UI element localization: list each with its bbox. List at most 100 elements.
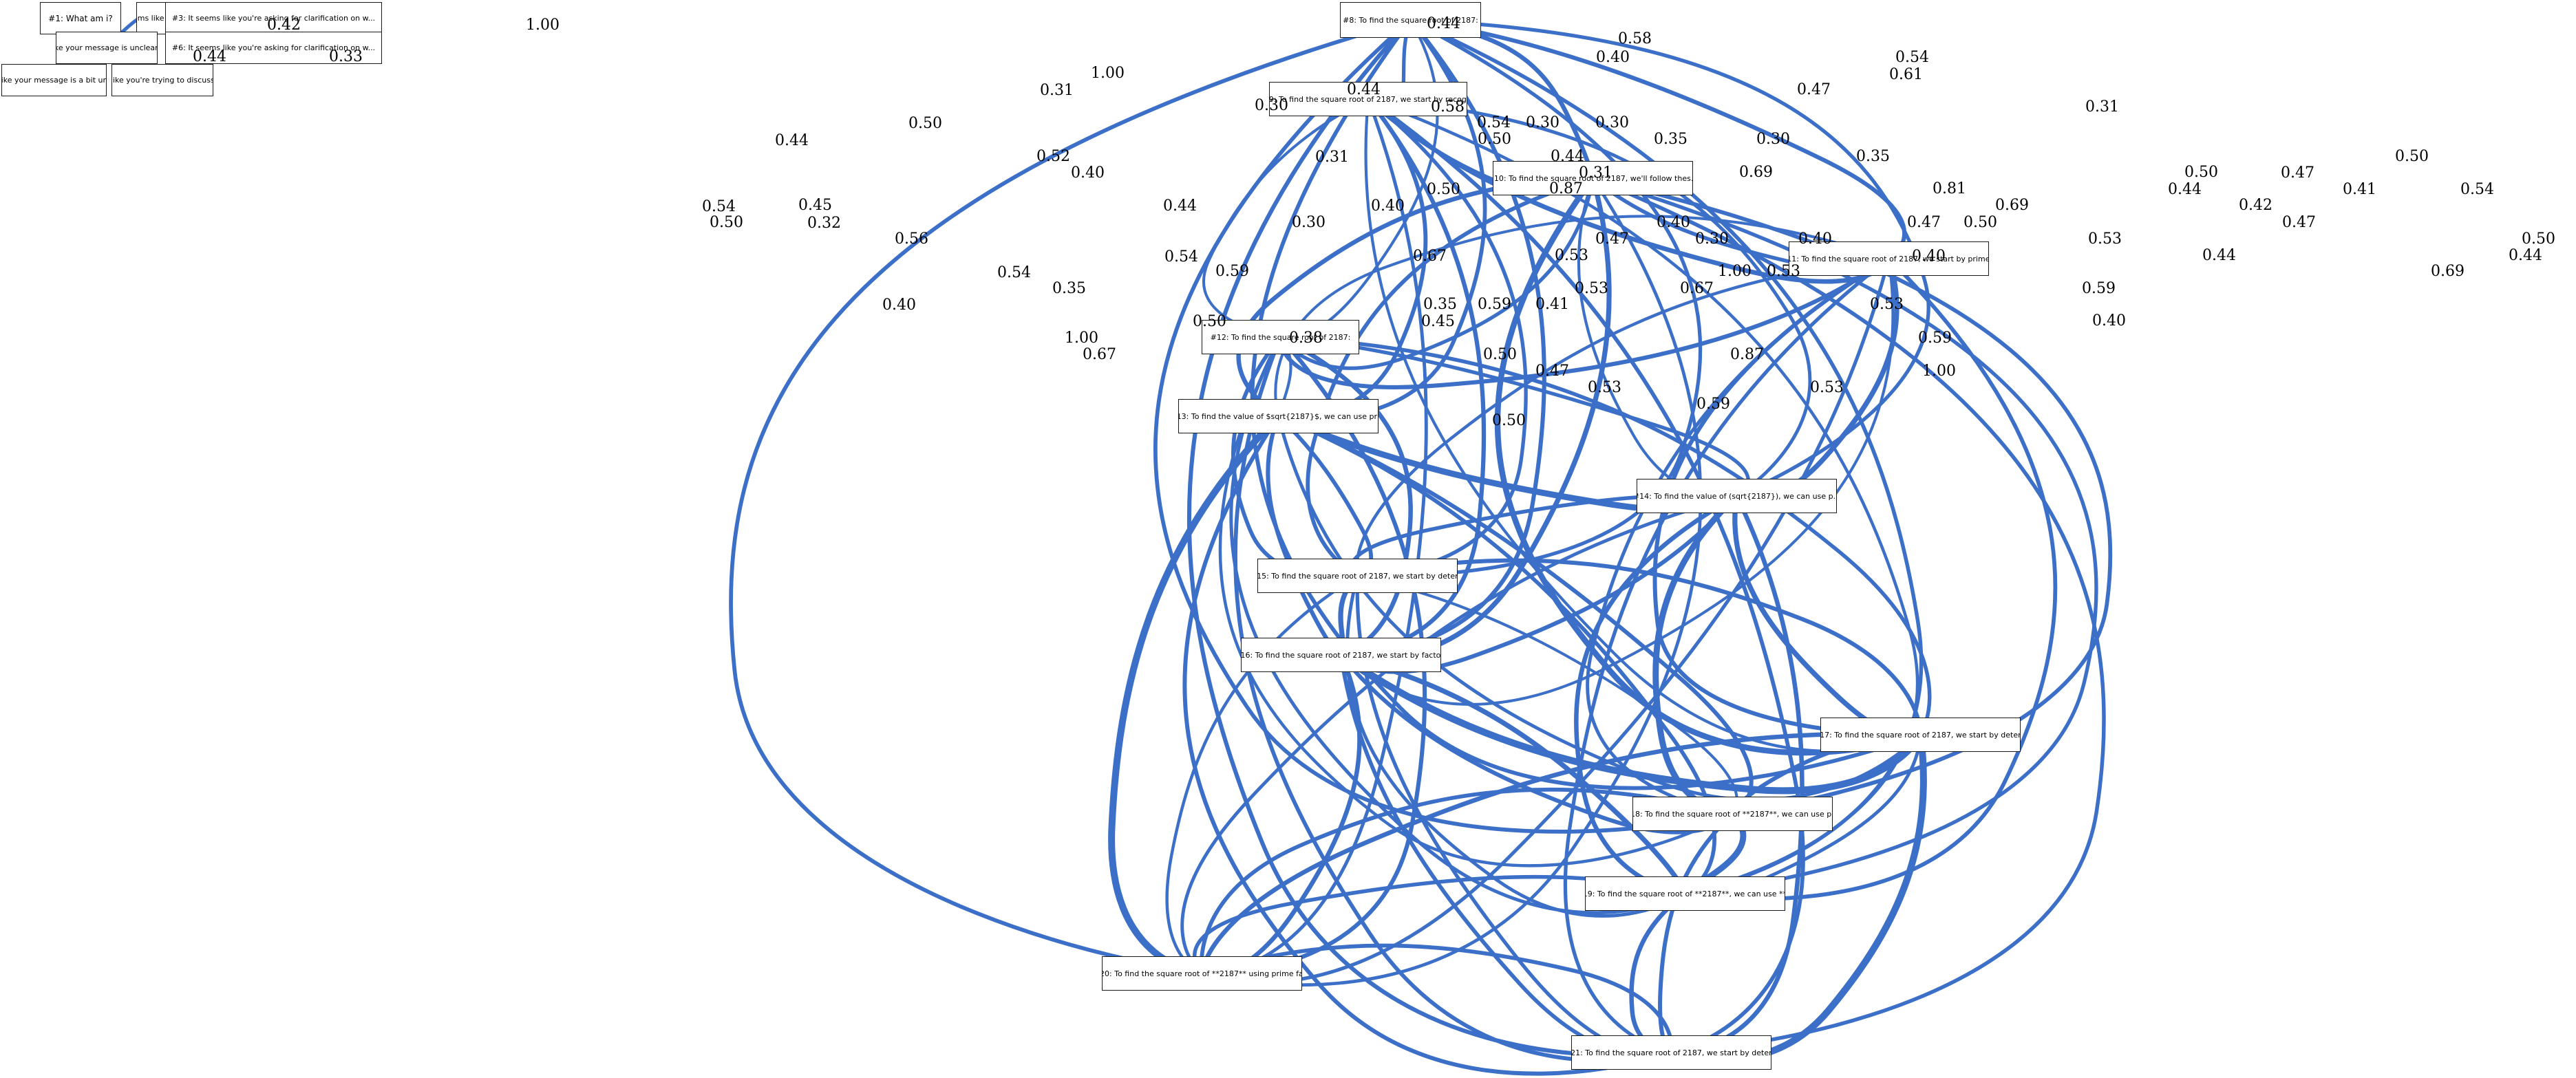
graph-node-label: #5: It seems like your message is a bit … bbox=[2, 76, 106, 85]
graph-node-label: #1: What am i? bbox=[48, 13, 113, 23]
graph-edge bbox=[1366, 97, 1805, 1055]
edge-weight-label: 0.31 bbox=[1579, 164, 1612, 182]
graph-node-label: #19: To find the square root of **2187**… bbox=[1585, 889, 1785, 898]
graph-node-label: #8: To find the square root of 2187: bbox=[1343, 15, 1478, 25]
edge-weight-label: 0.35 bbox=[1423, 296, 1457, 313]
graph-edge bbox=[1199, 787, 1735, 975]
edge-weight-label: 0.41 bbox=[1535, 296, 1569, 313]
graph-edge bbox=[1355, 257, 1891, 578]
edge-weight-label: 0.81 bbox=[1933, 180, 1966, 197]
edge-weight-label: 0.35 bbox=[1052, 280, 1086, 297]
edge-weight-label: 0.53 bbox=[1555, 247, 1588, 264]
graph-edge bbox=[1732, 493, 1924, 740]
graph-node-3[interactable]: #3: It seems like you're asking for clar… bbox=[165, 2, 382, 34]
graph-edge bbox=[1590, 176, 2098, 896]
edge-weight-label: 0.58 bbox=[1618, 30, 1652, 47]
edge-weight-label: 0.35 bbox=[1654, 131, 1688, 148]
graph-node-label: #6: It seems like you're asking for clar… bbox=[171, 43, 376, 52]
graph-node-label: #9: To find the square root of 2187, we … bbox=[1269, 94, 1467, 104]
graph-node-1[interactable]: #1: What am i? bbox=[40, 2, 121, 34]
edge-weight-label: 1.00 bbox=[1922, 363, 1956, 380]
graph-node-12[interactable]: #12: To find the square root of 2187: bbox=[1202, 320, 1359, 354]
graph-node-16[interactable]: #16: To find the square root of 2187, we… bbox=[1241, 638, 1441, 672]
edge-weight-label: 0.69 bbox=[1995, 197, 2029, 214]
edge-weight-label: 0.54 bbox=[2460, 181, 2494, 198]
graph-node-20[interactable]: #20: To find the square root of **2187**… bbox=[1102, 956, 1302, 991]
edge-weight-label: 0.50 bbox=[1193, 313, 1226, 330]
graph-node-label: #15: To find the square root of 2187, we… bbox=[1257, 571, 1458, 581]
edge-weight-label: 0.67 bbox=[1413, 248, 1447, 265]
edge-weight-label: 0.53 bbox=[1870, 296, 1904, 313]
graph-node-5[interactable]: #5: It seems like your message is a bit … bbox=[1, 64, 107, 96]
edge-weight-label: 0.45 bbox=[1421, 313, 1455, 330]
edge-weight-label: 0.87 bbox=[1549, 180, 1583, 197]
graph-node-15[interactable]: #15: To find the square root of 2187, we… bbox=[1257, 559, 1458, 593]
edge-weight-label: 0.44 bbox=[1427, 15, 1460, 32]
edge-weight-label: 0.87 bbox=[1730, 346, 1764, 363]
graph-node-9[interactable]: #9: To find the square root of 2187, we … bbox=[1269, 82, 1467, 116]
edge-weight-label: 0.44 bbox=[193, 48, 226, 65]
graph-node-14[interactable]: #14: To find the value of (sqrt{2187}), … bbox=[1637, 479, 1837, 513]
edge-weight-label: 0.47 bbox=[1535, 363, 1569, 380]
graph-edge bbox=[729, 18, 1413, 975]
edge-weight-label: 0.59 bbox=[1478, 296, 1511, 313]
edge-weight-label: 0.69 bbox=[2431, 263, 2465, 280]
edge-weight-label: 0.50 bbox=[1483, 346, 1517, 363]
graph-node-4[interactable]: #4: It seems like your message is unclea… bbox=[56, 32, 158, 64]
graph-node-6[interactable]: #6: It seems like you're asking for clar… bbox=[165, 32, 382, 64]
graph-edge bbox=[1200, 943, 1674, 1055]
edge-weight-label: 0.40 bbox=[1798, 230, 1832, 248]
edge-weight-label: 0.30 bbox=[1756, 131, 1790, 148]
graph-edge bbox=[1355, 558, 1923, 737]
edge-weight-label: 0.35 bbox=[1856, 148, 1890, 165]
graph-node-19[interactable]: #19: To find the square root of **2187**… bbox=[1585, 876, 1785, 911]
graph-node-18[interactable]: #18: To find the square root of **2187**… bbox=[1632, 797, 1833, 831]
edge-weight-label: 0.40 bbox=[882, 297, 916, 314]
edge-weight-label: 0.54 bbox=[1477, 114, 1511, 131]
edge-weight-label: 0.47 bbox=[1797, 81, 1831, 98]
graph-node-label: #12: To find the square root of 2187: bbox=[1210, 332, 1351, 342]
edge-weight-label: 0.44 bbox=[2202, 247, 2236, 264]
graph-edge bbox=[1180, 494, 1738, 975]
edge-weight-label: 0.54 bbox=[702, 198, 736, 215]
graph-edge bbox=[1366, 97, 1812, 498]
graph-node-label: #11: To find the square root of 2187, we… bbox=[1789, 254, 1989, 263]
graph-node-17[interactable]: #17: To find the square root of 2187, we… bbox=[1820, 718, 2021, 752]
edge-weight-label: 0.69 bbox=[1739, 164, 1773, 181]
edge-weight-label: 0.30 bbox=[1255, 97, 1288, 114]
graph-node-label: #13: To find the value of $sqrt{2187}$, … bbox=[1178, 411, 1379, 421]
edge-weight-label: 1.00 bbox=[1718, 263, 1752, 280]
edge-weight-label: 0.50 bbox=[2184, 164, 2218, 181]
graph-node-label: #21: To find the square root of 2187, we… bbox=[1571, 1048, 1771, 1057]
graph-node-8[interactable]: #8: To find the square root of 2187: bbox=[1340, 2, 1481, 38]
edge-weight-label: 0.53 bbox=[1810, 379, 1844, 396]
graph-node-label: #20: To find the square root of **2187**… bbox=[1102, 969, 1302, 978]
edge-weight-label: 0.40 bbox=[1912, 248, 1946, 265]
edge-weight-label: 0.59 bbox=[1918, 330, 1952, 347]
edge-weight-label: 0.44 bbox=[2168, 181, 2202, 198]
graph-node-21[interactable]: #21: To find the square root of 2187, we… bbox=[1571, 1035, 1771, 1070]
graph-edge bbox=[1276, 414, 1716, 896]
edge-weight-label: 1.00 bbox=[1091, 65, 1125, 82]
graph-node-13[interactable]: #13: To find the value of $sqrt{2187}$, … bbox=[1178, 399, 1379, 433]
edge-weight-label: 0.44 bbox=[1163, 197, 1197, 215]
edge-weight-label: 0.33 bbox=[329, 48, 363, 65]
edge-weight-label: 1.00 bbox=[526, 17, 560, 34]
graph-node-10[interactable]: #10: To find the square root of 2187, we… bbox=[1493, 161, 1693, 195]
edge-weight-label: 0.47 bbox=[2282, 214, 2316, 231]
edge-weight-label: 0.30 bbox=[1595, 114, 1629, 131]
edge-weight-label: 0.31 bbox=[2085, 98, 2119, 116]
graph-node-7[interactable]: #7: It seems like you're trying to discu… bbox=[111, 64, 213, 96]
edge-weight-label: 0.50 bbox=[2395, 148, 2429, 165]
edge-weight-label: 0.59 bbox=[2082, 280, 2116, 297]
graph-node-label: #4: It seems like your message is unclea… bbox=[56, 43, 158, 52]
edge-weight-label: 0.44 bbox=[1347, 81, 1381, 98]
edge-weight-label: 0.40 bbox=[1596, 49, 1630, 66]
edge-weight-label: 0.50 bbox=[1427, 181, 1460, 198]
graph-edge bbox=[1590, 176, 2113, 816]
graph-node-11[interactable]: #11: To find the square root of 2187, we… bbox=[1789, 241, 1989, 276]
edge-weight-label: 1.00 bbox=[1065, 330, 1098, 347]
graph-edge bbox=[1200, 731, 1923, 976]
edge-weight-label: 0.44 bbox=[2509, 247, 2542, 264]
edge-weight-label: 0.54 bbox=[1895, 49, 1929, 66]
